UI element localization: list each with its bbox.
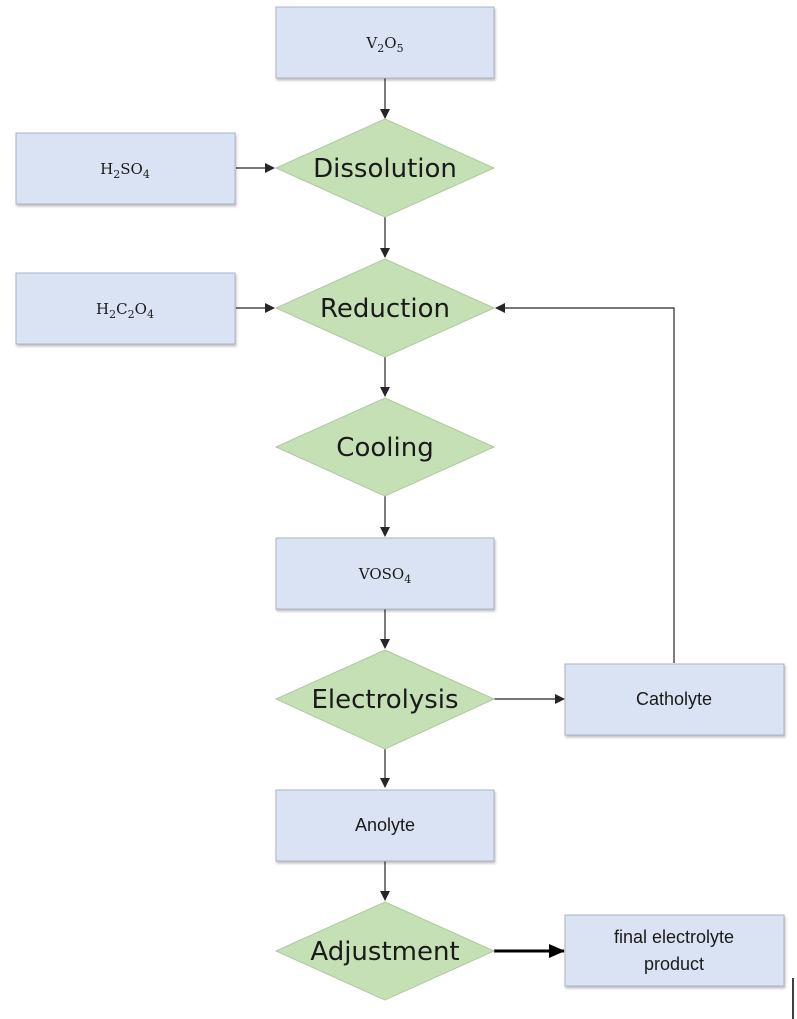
step-dissolution: Dissolution (274, 118, 496, 218)
step-reduction: Reduction (274, 258, 496, 358)
box-h2so4: H2SO4 (15, 132, 236, 205)
box-v2o5: V2O5 (275, 6, 495, 79)
box-voso4: VOSO4 (275, 537, 495, 610)
step-adjustment: Adjustment (274, 901, 496, 1001)
arrow-catholyte-to-reduction (495, 303, 675, 663)
box-anolyte: Anolyte (275, 789, 495, 862)
step-reduction-label: Reduction (320, 294, 450, 324)
box-voso4-label: VOSO4 (358, 565, 411, 586)
box-v2o5-label: V2O5 (365, 34, 403, 55)
step-adjustment-label: Adjustment (310, 937, 459, 967)
box-h2c2o4: H2C2O4 (15, 272, 236, 345)
connectors (236, 78, 794, 1019)
step-cooling-label: Cooling (336, 433, 433, 463)
box-catholyte-label: Catholyte (636, 689, 712, 709)
box-final-label-line2: product (644, 954, 704, 974)
box-catholyte: Catholyte (564, 663, 785, 736)
box-h2so4-label: H2SO4 (100, 160, 150, 181)
step-cooling: Cooling (274, 397, 496, 497)
step-electrolysis-label: Electrolysis (311, 685, 458, 715)
box-anolyte-label: Anolyte (355, 815, 415, 835)
step-electrolysis: Electrolysis (274, 649, 496, 750)
box-final-label-line1: final electrolyte (614, 927, 734, 947)
box-final-product: final electrolyte product (564, 914, 785, 987)
step-dissolution-label: Dissolution (313, 154, 457, 184)
box-h2c2o4-label: H2C2O4 (96, 300, 154, 321)
